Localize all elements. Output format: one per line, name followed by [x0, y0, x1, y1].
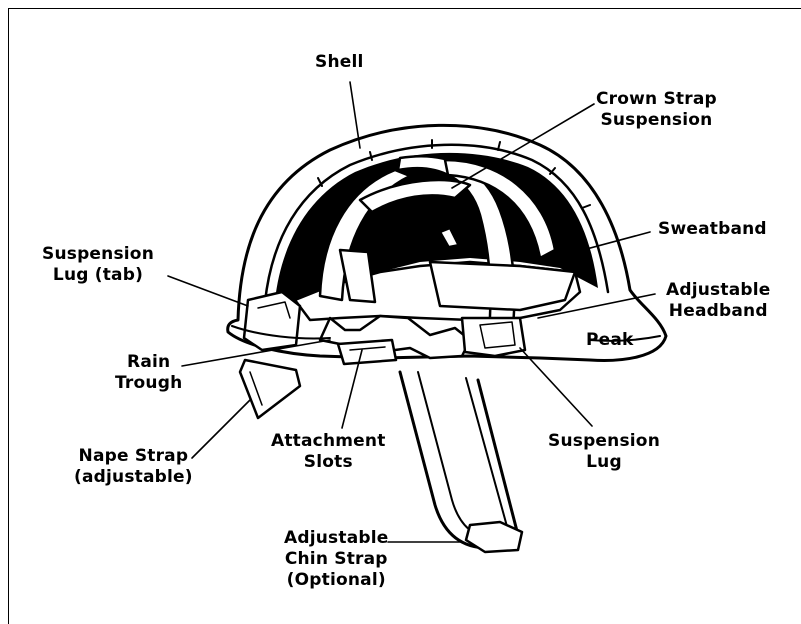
label-shell: Shell	[315, 52, 364, 73]
label-rain-trough: Rain Trough	[115, 352, 182, 394]
leader-shell	[350, 82, 360, 148]
leader-suspension-lug-tab	[168, 276, 248, 306]
attachment-slot	[338, 340, 396, 364]
label-crown-strap-suspension: Crown Strap Suspension	[596, 89, 717, 131]
label-adjustable-headband: Adjustable Headband	[666, 280, 771, 322]
label-attachment-slots: Attachment Slots	[271, 431, 386, 473]
label-suspension-lug-tab: Suspension Lug (tab)	[42, 244, 154, 286]
label-chin-strap: Adjustable Chin Strap (Optional)	[284, 528, 389, 591]
label-suspension-lug: Suspension Lug	[548, 431, 660, 473]
chin-strap-inner	[418, 372, 508, 538]
label-nape-strap: Nape Strap (adjustable)	[74, 446, 193, 488]
leader-nape-strap	[192, 400, 250, 458]
nape-strap	[240, 360, 300, 418]
label-sweatband: Sweatband	[658, 219, 767, 240]
adjustable-headband	[430, 262, 575, 310]
suspension-lug-tab	[244, 292, 300, 350]
label-peak: Peak	[586, 330, 634, 351]
